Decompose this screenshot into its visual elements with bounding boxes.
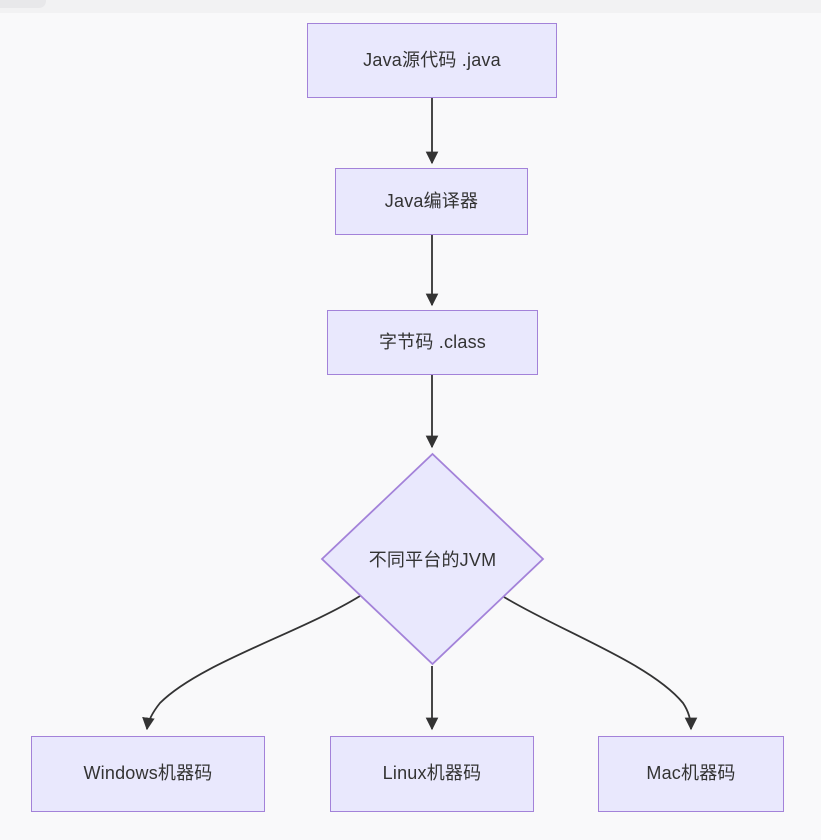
node-label: Mac机器码 <box>646 763 736 784</box>
flowchart-canvas[interactable]: Java源代码 .java Java编译器 字节码 .class 不同平台的JV… <box>0 13 821 840</box>
node-mac-machine-code[interactable]: Mac机器码 <box>598 736 784 812</box>
node-label: Java源代码 .java <box>363 49 501 70</box>
edge-jvm-to-mac <box>503 596 698 731</box>
node-label: 字节码 .class <box>378 331 486 352</box>
node-jvm[interactable]: 不同平台的JVM <box>320 452 545 666</box>
node-label: Linux机器码 <box>382 763 482 784</box>
window-top-bar <box>0 0 821 13</box>
node-bytecode[interactable]: 字节码 .class <box>327 310 538 375</box>
diamond-shape <box>320 452 545 666</box>
node-label: Windows机器码 <box>83 763 213 784</box>
node-linux-machine-code[interactable]: Linux机器码 <box>330 736 534 812</box>
node-java-compiler[interactable]: Java编译器 <box>335 168 528 235</box>
node-windows-machine-code[interactable]: Windows机器码 <box>31 736 265 812</box>
node-label: Java编译器 <box>384 190 479 211</box>
node-java-source[interactable]: Java源代码 .java <box>307 23 557 98</box>
window-tab-stub[interactable] <box>0 0 46 8</box>
flowchart-edges <box>142 98 698 731</box>
edge-jvm-to-windows <box>142 595 361 731</box>
